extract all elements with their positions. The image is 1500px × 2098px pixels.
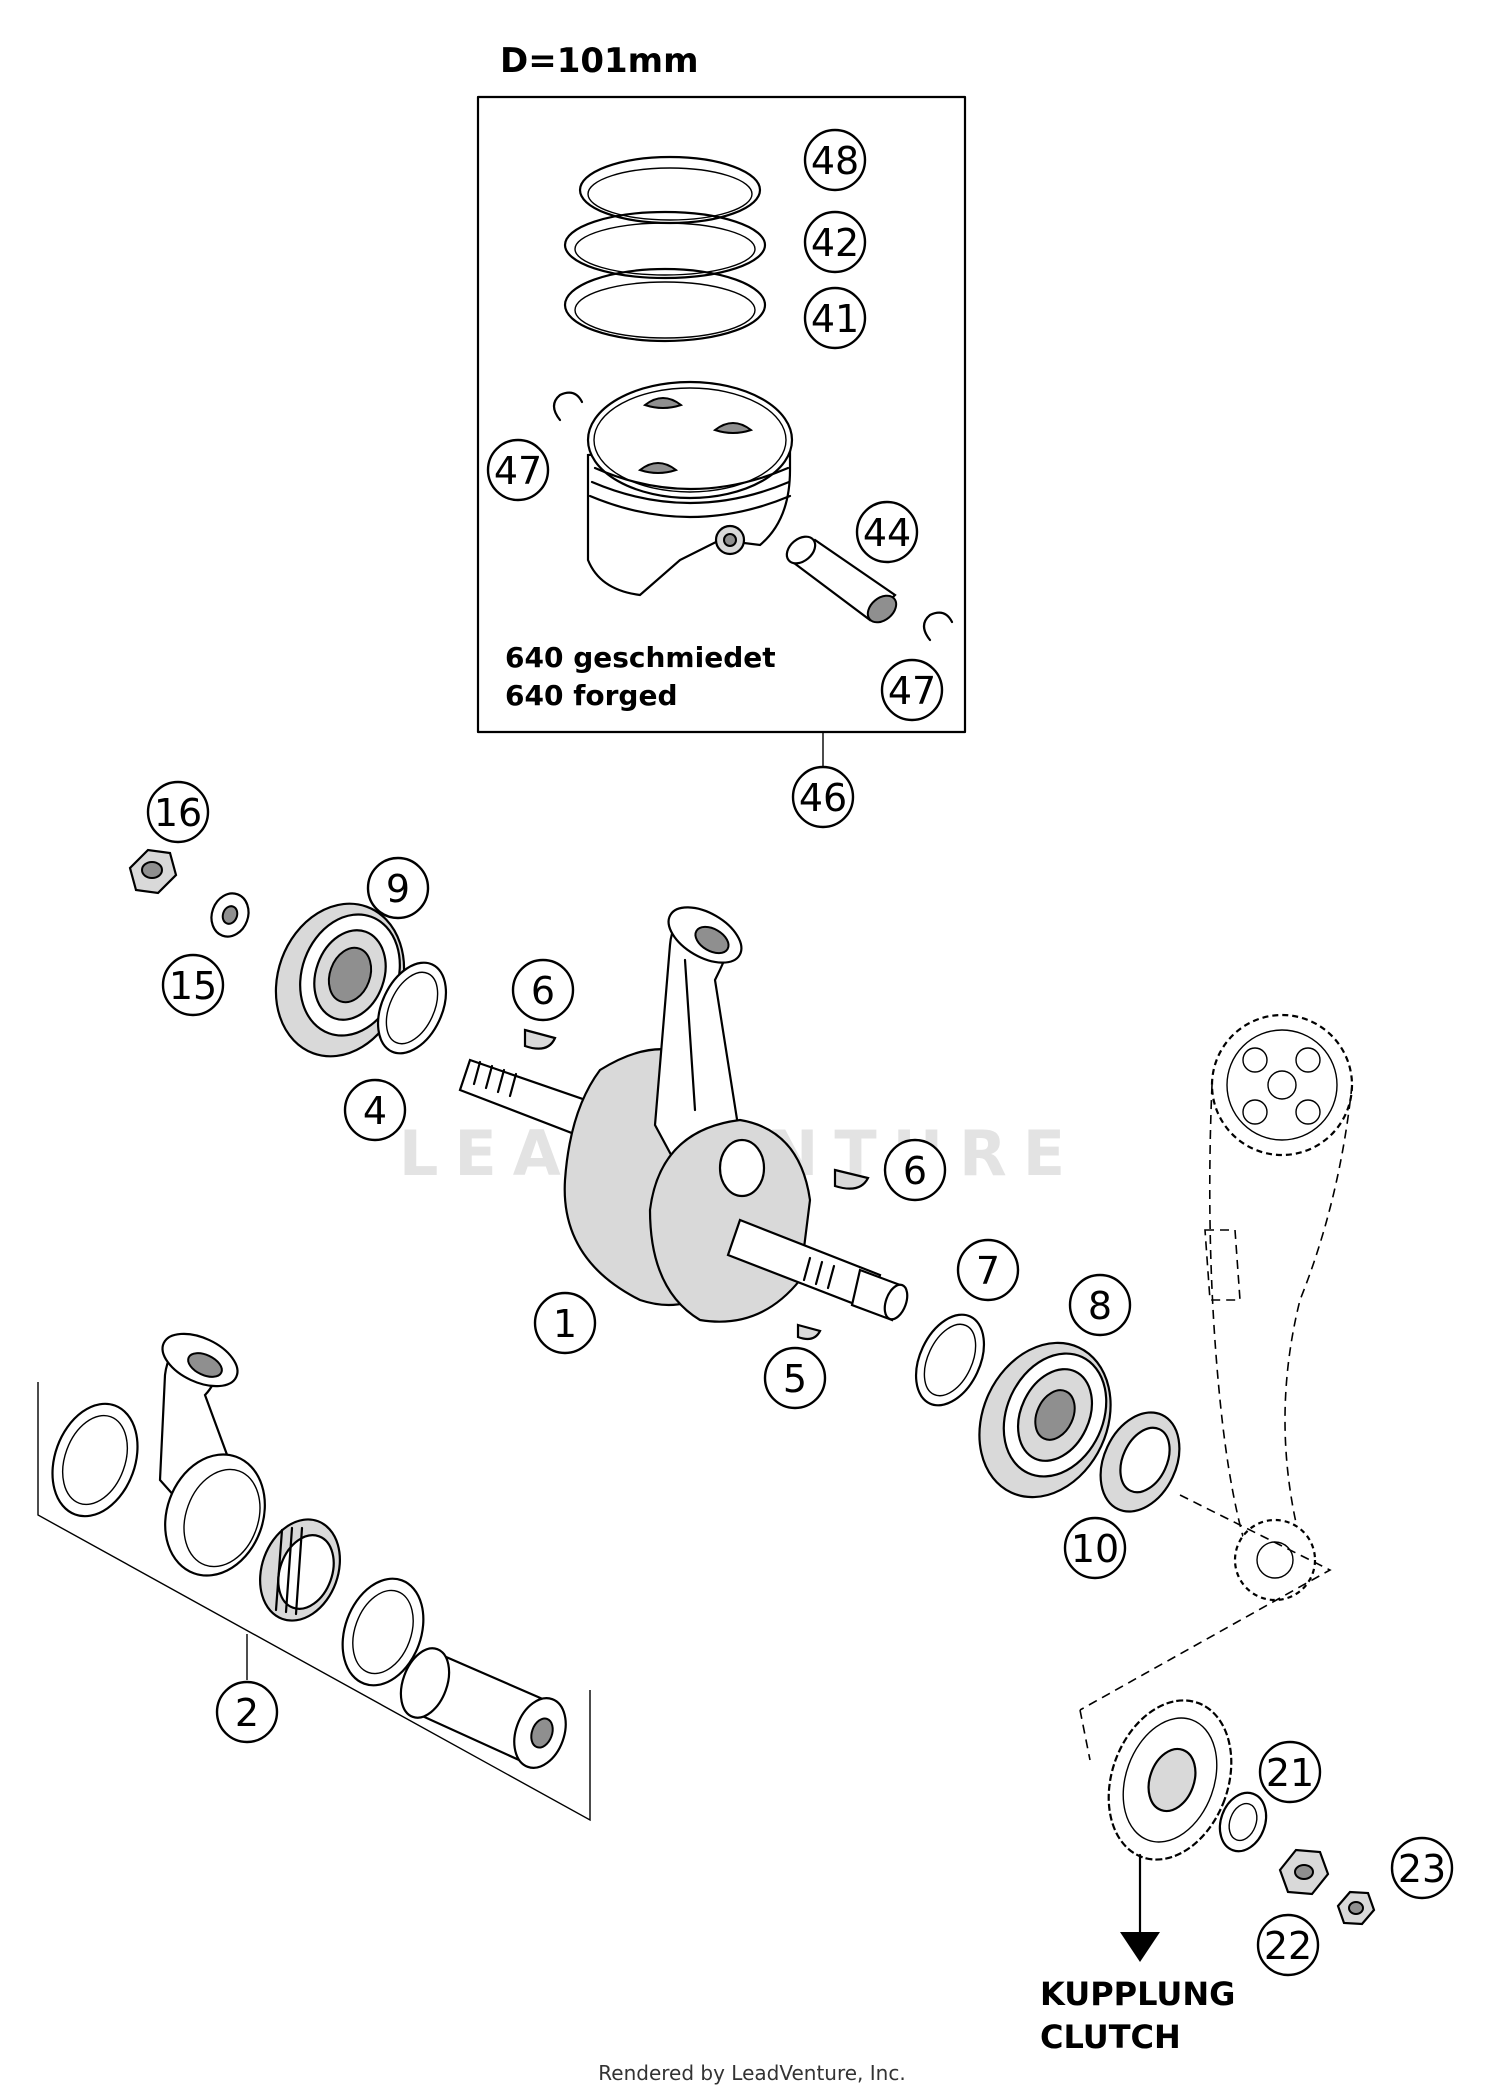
callout-23: 23	[1390, 1836, 1454, 1900]
primary-drive-gear	[1107, 1699, 1233, 1861]
callout-1: 1	[533, 1291, 597, 1355]
woodruff-key-6-upper	[523, 1028, 557, 1050]
piston-kit-frame	[476, 95, 967, 734]
callout-47-left: 47	[486, 438, 550, 502]
callout-16: 16	[146, 780, 210, 844]
svg-text:7: 7	[976, 1249, 1000, 1293]
circlip-47-left	[552, 391, 584, 422]
footer-credit: Rendered by LeadVenture, Inc.	[598, 2061, 905, 2085]
crankshaft	[458, 906, 909, 1323]
timing-chain-assembly	[1079, 1013, 1354, 1761]
needle-bearing	[259, 1518, 341, 1622]
nut-23	[1336, 1890, 1376, 1926]
callout-21: 21	[1258, 1740, 1322, 1804]
callout-44: 44	[855, 500, 919, 564]
callout-47-right: 47	[880, 658, 944, 722]
svg-text:22: 22	[1264, 1924, 1312, 1968]
callout-9: 9	[366, 856, 430, 920]
lock-washer-21	[1218, 1791, 1268, 1853]
callout-15: 15	[161, 953, 225, 1017]
svg-text:46: 46	[799, 776, 847, 820]
nut-22	[1278, 1848, 1330, 1896]
callout-22: 22	[1256, 1913, 1320, 1977]
thrust-washer-left	[51, 1402, 139, 1518]
bearing-8	[978, 1341, 1112, 1499]
right-bearing-group	[914, 1313, 1181, 1513]
conrod-kit-bracket	[37, 1382, 591, 1822]
conrod-kit-group	[37, 1332, 591, 1822]
svg-text:48: 48	[811, 139, 859, 183]
svg-text:16: 16	[154, 791, 202, 835]
callout-48: 48	[803, 128, 867, 192]
callout-10: 10	[1063, 1516, 1127, 1580]
piston-note-line1: 640 geschmiedet	[505, 641, 776, 674]
woodruff-key-5	[796, 1323, 822, 1341]
nut-16	[128, 848, 178, 895]
conrod-2	[158, 1332, 266, 1577]
primary-gear-group: KUPPLUNG CLUTCH	[1040, 1699, 1376, 2056]
callout-8: 8	[1068, 1273, 1132, 1337]
clutch-arrow-head	[1120, 1932, 1160, 1962]
clutch-label-de: KUPPLUNG	[1040, 1975, 1235, 2013]
piston-note-line2: 640 forged	[505, 679, 678, 712]
piston-ring-42	[563, 210, 767, 280]
svg-text:9: 9	[386, 867, 410, 911]
callout-5: 5	[763, 1346, 827, 1410]
svg-text:47: 47	[494, 449, 542, 493]
crank-pin	[399, 1647, 567, 1769]
piston-body	[586, 380, 794, 597]
svg-text:44: 44	[863, 511, 911, 555]
callout-6-upper: 6	[511, 958, 575, 1022]
circlip-47-right	[922, 611, 954, 642]
callout-4: 4	[343, 1078, 407, 1142]
piston-ring-41	[563, 267, 767, 343]
oil-seal-10	[1099, 1411, 1181, 1513]
shim-7	[914, 1313, 986, 1407]
svg-text:1: 1	[553, 1302, 577, 1346]
svg-text:2: 2	[235, 1691, 259, 1735]
svg-text:5: 5	[783, 1357, 807, 1401]
piston-kit-group: D=101mm	[476, 41, 967, 770]
shim-4	[376, 961, 448, 1055]
callout-46: 46	[791, 765, 855, 829]
callout-42: 42	[803, 210, 867, 274]
svg-text:21: 21	[1266, 1751, 1314, 1795]
svg-text:4: 4	[363, 1089, 387, 1133]
piston-pin	[785, 535, 898, 624]
woodruff-key-6-lower	[833, 1168, 870, 1190]
svg-text:42: 42	[811, 221, 859, 265]
svg-text:23: 23	[1398, 1847, 1446, 1891]
diameter-label: D=101mm	[500, 41, 699, 81]
svg-text:8: 8	[1088, 1284, 1112, 1328]
callout-6-lower: 6	[883, 1138, 947, 1202]
camshaft-sprocket	[1210, 1013, 1354, 1157]
clutch-label-en: CLUTCH	[1040, 2018, 1181, 2056]
svg-text:47: 47	[888, 669, 936, 713]
crank-sprocket	[1233, 1518, 1317, 1602]
thrust-washer-right	[341, 1577, 425, 1687]
svg-text:6: 6	[531, 969, 555, 1013]
svg-text:10: 10	[1071, 1527, 1119, 1571]
callout-41: 41	[803, 286, 867, 350]
chain-to-gear-leader	[1079, 1494, 1332, 1761]
timing-chain	[1208, 1084, 1353, 1561]
washer-15	[210, 892, 250, 938]
svg-text:41: 41	[811, 297, 859, 341]
bearing-9	[274, 902, 406, 1058]
svg-text:15: 15	[169, 964, 217, 1008]
callout-2: 2	[215, 1680, 279, 1744]
left-bearing-group	[128, 848, 448, 1058]
callout-7: 7	[956, 1238, 1020, 1302]
svg-text:6: 6	[903, 1149, 927, 1193]
